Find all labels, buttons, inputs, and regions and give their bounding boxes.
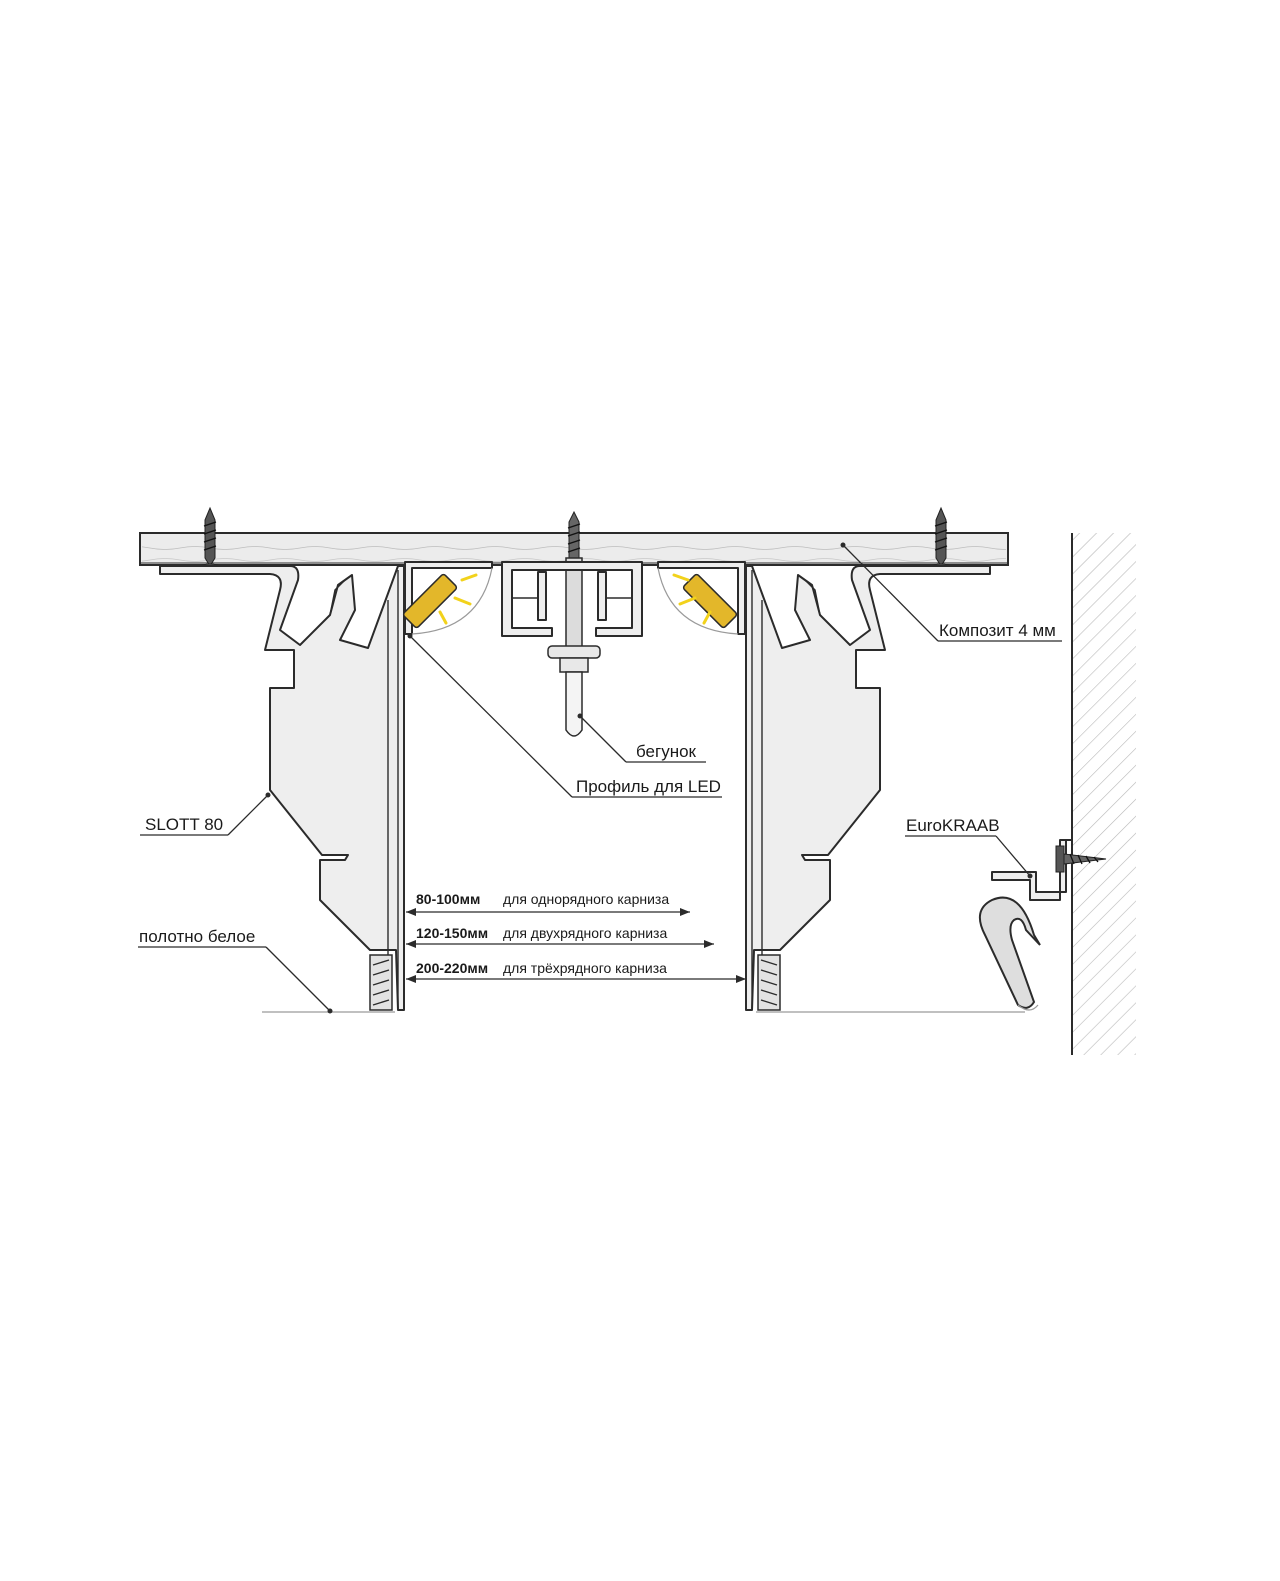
dimension-lines xyxy=(406,908,746,983)
dimension-value: 200-220мм xyxy=(416,960,488,976)
slott-profile-left xyxy=(159,565,405,1011)
slott-profile-right xyxy=(745,565,991,1011)
screw-icon xyxy=(1055,845,1107,873)
dimension-description: для трёхрядного карниза xyxy=(503,960,667,976)
dimension-description: для однорядного карниза xyxy=(503,891,669,907)
label-canvas: полотно белое xyxy=(139,927,255,946)
led-light-icon xyxy=(672,573,712,625)
curtain-track xyxy=(501,561,643,637)
leader-lines xyxy=(138,542,1062,1014)
label-runner: бегунок xyxy=(636,742,697,761)
label-composite: Композит 4 мм xyxy=(939,621,1056,640)
label-led-profile: Профиль для LED xyxy=(576,777,721,796)
screw-icon xyxy=(565,510,583,649)
label-eurokraab: EuroKRAAB xyxy=(906,816,1000,835)
led-profile-right xyxy=(657,561,746,635)
wall xyxy=(1071,533,1136,1055)
dimension-value: 80-100мм xyxy=(416,891,480,907)
dimension-value: 120-150мм xyxy=(416,925,488,941)
dimension-description: для двухрядного карниза xyxy=(503,925,667,941)
runner xyxy=(547,645,601,737)
led-profile-left xyxy=(402,561,493,635)
label-slott: SLOTT 80 xyxy=(145,815,223,834)
led-light-icon xyxy=(438,573,478,625)
